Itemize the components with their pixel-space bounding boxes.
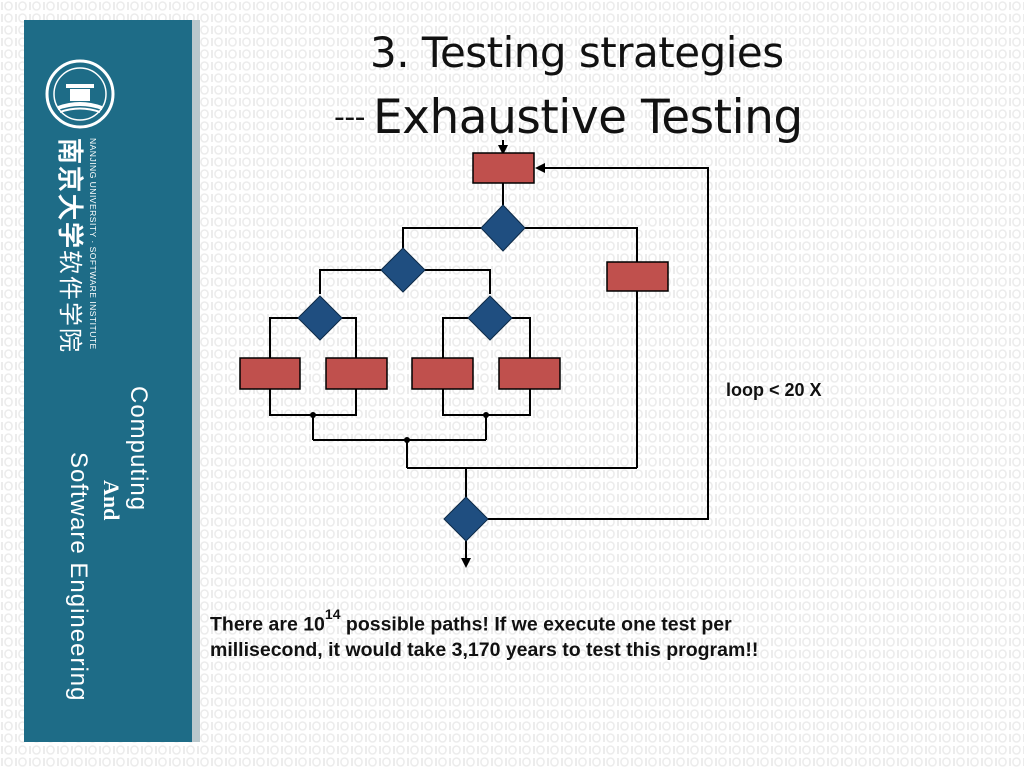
slide-title: 3. Testing strategies — [370, 28, 784, 77]
edge — [442, 317, 468, 358]
decision-diamond-2 — [380, 247, 426, 293]
process-box-3 — [411, 357, 474, 390]
edge — [342, 317, 357, 358]
edge — [402, 227, 481, 248]
sidebar-panel — [24, 20, 192, 742]
note-part2: possible paths! If we execute one test p… — [210, 613, 759, 661]
process-box-2 — [325, 357, 388, 390]
loop-back-edge — [488, 167, 709, 520]
process-box-right — [606, 261, 669, 292]
loop-label: loop < 20 X — [726, 380, 822, 400]
edge — [525, 227, 638, 262]
edge — [425, 269, 491, 294]
edge — [269, 389, 357, 416]
edge — [319, 269, 381, 294]
decision-diamond-1 — [480, 204, 526, 252]
subtitle-text: Exhaustive Testing — [372, 90, 803, 145]
edge — [269, 317, 298, 358]
process-box-start — [472, 152, 535, 184]
slide-subtitle: ---Exhaustive Testing — [334, 90, 803, 145]
process-box-4 — [498, 357, 561, 390]
decision-diamond-3 — [297, 295, 343, 341]
university-logo — [45, 59, 115, 129]
sidebar-shadow — [192, 20, 200, 742]
exhaustive-testing-note: There are 1014 possible paths! If we exe… — [210, 606, 810, 663]
note-part1: There are 10 — [210, 613, 325, 636]
subtitle-dashes: --- — [334, 100, 365, 135]
junction-dot — [310, 412, 316, 418]
decision-diamond-loop — [443, 496, 489, 542]
edge — [512, 317, 531, 358]
edge — [442, 389, 531, 416]
process-box-1 — [239, 357, 301, 390]
note-exponent: 14 — [324, 606, 341, 622]
decision-diamond-4 — [467, 295, 513, 341]
junction-dot — [404, 437, 410, 443]
junction-dot — [483, 412, 489, 418]
